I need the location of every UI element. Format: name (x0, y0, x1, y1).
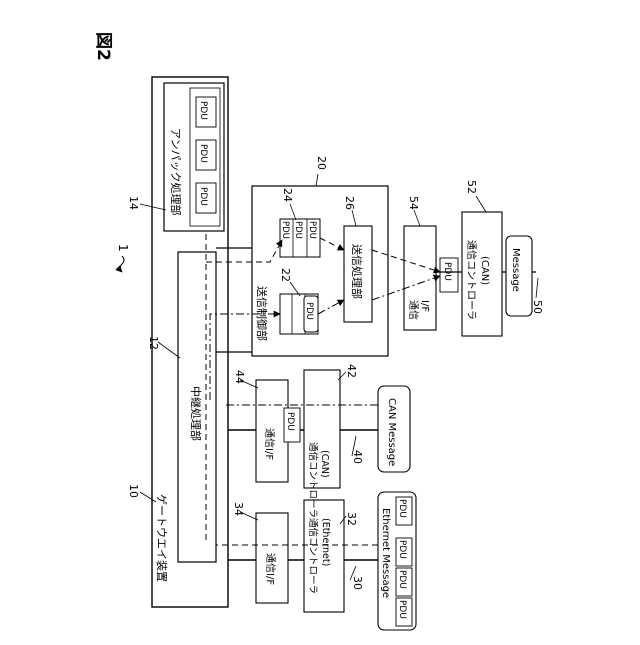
svg-text:PDU: PDU (397, 540, 407, 559)
unpack-label: アンパック処理部 (169, 128, 183, 216)
ref-if-34: 34 (232, 502, 245, 516)
transmit-process-label: 送信処理部 (350, 244, 364, 299)
svg-text:52: 52 (465, 180, 478, 194)
svg-text:図2: 図2 (93, 32, 113, 61)
svg-text:通信I/F: 通信I/F (264, 553, 276, 585)
relay-label: 中継処理部 (189, 386, 203, 441)
gateway-label: ゲートウエイ装置 (155, 494, 168, 582)
ref-gateway: 10 (127, 484, 140, 498)
svg-text:ゲートウエイ装置: ゲートウエイ装置 (155, 494, 168, 582)
svg-text:20: 20 (315, 156, 328, 170)
svg-text:10: 10 (127, 484, 140, 498)
ref-controller-32: 32 (345, 512, 358, 526)
svg-text:通信コントローラ: 通信コントローラ (307, 518, 319, 594)
svg-text:14: 14 (127, 196, 140, 210)
svg-text:通信コントローラ: 通信コントローラ (307, 442, 319, 518)
ref-controller-42: 42 (345, 364, 358, 378)
svg-text:PDU: PDU (198, 187, 208, 206)
svg-text:1: 1 (116, 244, 130, 252)
svg-text:(CAN): (CAN) (319, 450, 330, 478)
svg-text:(Ethernet): (Ethernet) (320, 518, 331, 566)
ref-line-30: 30 (351, 576, 364, 590)
svg-text:PDU: PDU (304, 302, 314, 320)
svg-text:26: 26 (343, 196, 356, 210)
svg-text:PDU: PDU (280, 221, 290, 239)
svg-text:PDU: PDU (397, 570, 407, 589)
ref-relay: 12 (147, 336, 160, 350)
ref-system: 1 (116, 244, 130, 252)
svg-text:PDU: PDU (198, 101, 208, 120)
svg-text:通信I/F: 通信I/F (263, 428, 275, 460)
ref-buffer-22: 22 (279, 268, 292, 282)
ref-transmit-process: 26 (343, 196, 356, 210)
svg-text:42: 42 (345, 364, 358, 378)
can-message-label: CAN Message (386, 398, 397, 466)
right-message-label: Message (510, 248, 521, 292)
svg-text:通信: 通信 (407, 300, 419, 320)
ethernet-message-label: Ethernet Message (380, 508, 391, 598)
svg-text:I/F: I/F (419, 300, 430, 312)
svg-text:Ethernet Message: Ethernet Message (380, 508, 391, 598)
figure-title: 図2 (93, 32, 113, 61)
system-arrow (120, 256, 124, 272)
svg-text:(CAN): (CAN) (479, 256, 490, 285)
svg-text:54: 54 (407, 196, 420, 210)
svg-text:30: 30 (351, 576, 364, 590)
ref-line-50: 50 (531, 300, 544, 314)
svg-text:中継処理部: 中継処理部 (189, 386, 203, 441)
svg-text:通信コントローラ: 通信コントローラ (465, 240, 477, 320)
svg-text:Message: Message (510, 248, 521, 292)
svg-text:PDU: PDU (293, 221, 303, 239)
svg-text:50: 50 (531, 300, 544, 314)
svg-text:12: 12 (147, 336, 160, 350)
svg-text:32: 32 (345, 512, 358, 526)
svg-text:24: 24 (281, 188, 294, 202)
svg-text:CAN Message: CAN Message (386, 398, 397, 466)
ref-buffer-24: 24 (281, 188, 294, 202)
ref-if-54: 54 (407, 196, 420, 210)
ref-controller-52: 52 (465, 180, 478, 194)
svg-text:PDU: PDU (307, 221, 317, 239)
svg-text:送信処理部: 送信処理部 (350, 244, 364, 299)
svg-text:34: 34 (232, 502, 245, 516)
svg-text:PDU: PDU (198, 144, 208, 163)
ref-transmit-control: 20 (315, 156, 328, 170)
svg-text:アンパック処理部: アンパック処理部 (169, 128, 183, 216)
svg-text:PDU: PDU (285, 412, 295, 431)
ref-unpack: 14 (127, 196, 140, 210)
svg-text:PDU: PDU (397, 499, 407, 518)
svg-text:PDU: PDU (397, 600, 407, 619)
svg-text:22: 22 (279, 268, 292, 282)
